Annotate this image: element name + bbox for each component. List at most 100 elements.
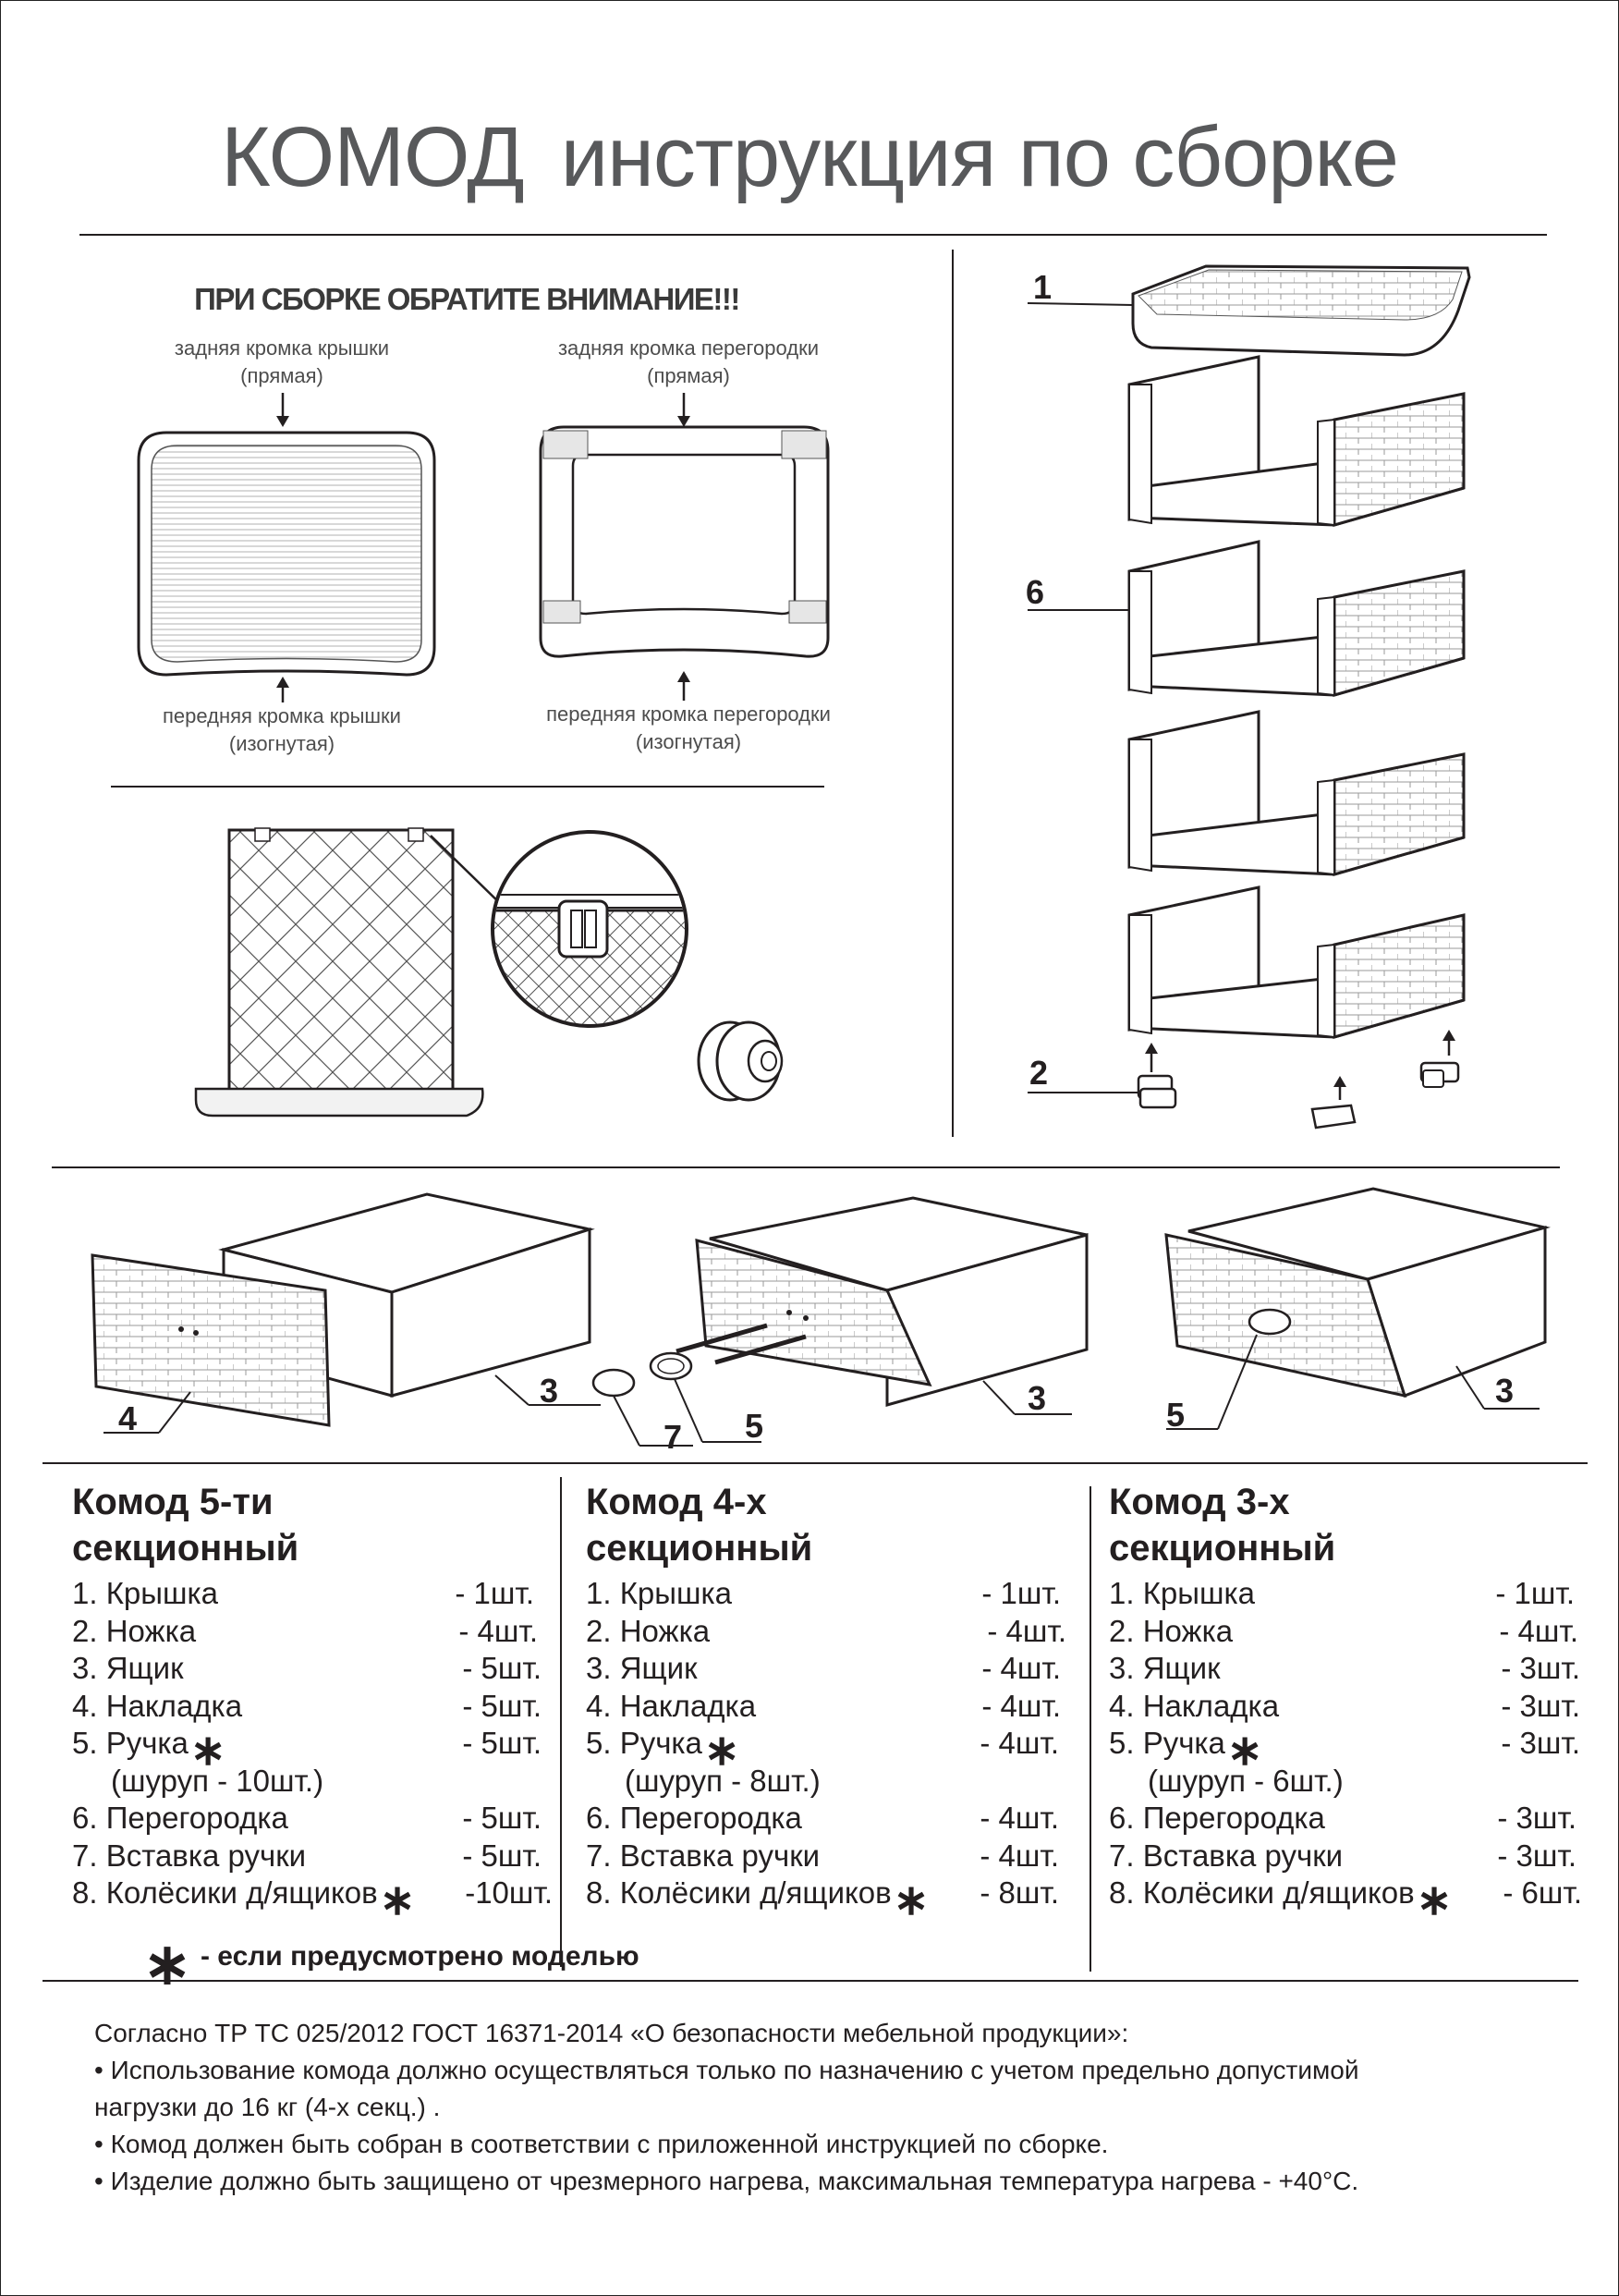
attention-heading: ПРИ СБОРКЕ ОБРАТИТЕ ВНИМАНИЕ!!! bbox=[194, 282, 740, 316]
asterisk-icon: ∗ bbox=[379, 1875, 416, 1924]
list-item: 2. Ножка- 4шт. bbox=[1109, 1613, 1578, 1648]
list-item: 8. Колёсики д/ящиков∗- 8шт. bbox=[586, 1875, 1059, 1924]
list-item: 5. Ручка∗- 5шт. bbox=[72, 1726, 542, 1774]
lid-front-caption: передняя кромка крышки (изогнутая) bbox=[120, 702, 444, 758]
list-item: 4. Накладка- 4шт. bbox=[586, 1688, 1061, 1723]
list-item: 3. Ящик- 3шт. bbox=[1109, 1651, 1580, 1685]
drawer-a bbox=[91, 1192, 595, 1427]
list-item: (шуруп - 10шт.) bbox=[111, 1763, 324, 1798]
callout-lid: 1 bbox=[1033, 268, 1053, 306]
parts-column-4: Комод 4-х секционный 1. Крышка- 1шт. 2. … bbox=[586, 1479, 1072, 1924]
list-item: 1. Крышка- 1шт. bbox=[586, 1576, 1061, 1610]
assembly-illustrations bbox=[91, 264, 1551, 1447]
callout-drawer-b: 3 bbox=[1028, 1379, 1047, 1417]
legal-notice: Согласно ТР ТС 025/2012 ГОСТ 16371-2014 … bbox=[94, 2015, 1554, 2200]
footnote: ∗ - если предусмотрено моделью bbox=[143, 1930, 639, 1997]
list-item: 4. Накладка- 5шт. bbox=[72, 1688, 542, 1723]
list-item: (шуруп - 6шт.) bbox=[1148, 1763, 1344, 1798]
shelf-top-view bbox=[539, 425, 830, 658]
drawer-b bbox=[591, 1196, 1089, 1407]
asterisk-icon: ∗ bbox=[189, 1726, 226, 1774]
handle-knob bbox=[697, 1020, 784, 1102]
callout-drawer-c: 3 bbox=[1495, 1372, 1515, 1410]
lid-front-note: (изогнутая) bbox=[228, 732, 335, 755]
drawer-front-panel bbox=[194, 827, 484, 1117]
legal-divider bbox=[43, 1980, 1578, 1982]
list-item: 4. Накладка- 3шт. bbox=[1109, 1688, 1580, 1723]
list-item: 2. Ножка- 4шт. bbox=[586, 1613, 1066, 1648]
title-main: КОМОД bbox=[221, 110, 525, 204]
parts-list: 1. Крышка- 1шт. 2. Ножка- 4шт. 3. Ящик- … bbox=[1109, 1575, 1582, 1924]
rail-detail-magnifier bbox=[491, 830, 688, 1028]
callout-leg: 2 bbox=[1029, 1054, 1049, 1092]
list-item: 3. Ящик- 5шт. bbox=[72, 1651, 542, 1685]
parts-list: 1. Крышка- 1шт. 2. Ножка- 4шт. 3. Ящик- … bbox=[586, 1575, 1072, 1924]
list-item: (шуруп - 8шт.) bbox=[625, 1763, 821, 1798]
parts-column-3: Комод 3-х секционный 1. Крышка- 1шт. 2. … bbox=[1109, 1479, 1582, 1924]
asterisk-icon: ∗ bbox=[703, 1726, 740, 1774]
lid-top-view bbox=[137, 431, 436, 677]
list-item: 5. Ручка∗- 3шт. bbox=[1109, 1726, 1580, 1774]
column-subtitle: секционный bbox=[72, 1528, 299, 1569]
shelf-front-note: (изогнутая) bbox=[635, 730, 742, 753]
asterisk-icon: ∗ bbox=[143, 1933, 191, 1997]
lid-part bbox=[1131, 264, 1471, 357]
callout-shelf: 6 bbox=[1026, 573, 1045, 611]
asterisk-icon: ∗ bbox=[1416, 1875, 1453, 1924]
drawers-divider bbox=[43, 1462, 1588, 1464]
list-item: 1. Крышка- 1шт. bbox=[72, 1576, 534, 1610]
title-sub: инструкция по сборке bbox=[560, 110, 1399, 204]
column-title: Комод 4-х bbox=[586, 1482, 767, 1522]
parts-list: 1. Крышка- 1шт. 2. Ножка- 4шт. 3. Ящик- … bbox=[72, 1575, 553, 1924]
asterisk-icon: ∗ bbox=[1226, 1726, 1263, 1774]
list-item: 5. Ручка∗- 4шт. bbox=[586, 1726, 1059, 1774]
callout-front-panel: 4 bbox=[118, 1399, 138, 1437]
shelf-back-label: задняя кромка перегородки bbox=[557, 336, 820, 360]
title-divider bbox=[79, 234, 1547, 236]
shelf-section-3 bbox=[1127, 710, 1466, 876]
list-item: 7. Вставка ручки- 5шт. bbox=[72, 1838, 542, 1873]
shelf-front-caption: передняя кромка перегородки (изогнутая) bbox=[508, 701, 869, 756]
list-item: 7. Вставка ручки- 3шт. bbox=[1109, 1838, 1576, 1873]
drawer-c bbox=[1164, 1187, 1551, 1398]
legal-line: • Комод должен быть собран в соответстви… bbox=[94, 2130, 1109, 2158]
list-item: 6. Перегородка- 5шт. bbox=[72, 1801, 542, 1835]
assembly-divider bbox=[52, 1166, 1560, 1168]
shelf-back-caption: задняя кромка перегородки (прямая) bbox=[508, 335, 869, 390]
legs bbox=[1137, 1030, 1460, 1130]
lid-back-label: задняя кромка крышки bbox=[174, 336, 390, 360]
column-divider-1 bbox=[560, 1477, 562, 1967]
lid-back-note: (прямая) bbox=[240, 364, 323, 387]
lid-front-label: передняя кромка крышки bbox=[163, 704, 401, 727]
list-item: 1. Крышка- 1шт. bbox=[1109, 1576, 1575, 1610]
footnote-text: - если предусмотрено моделью bbox=[200, 1941, 639, 1972]
callout-handle-insert: 7 bbox=[663, 1418, 683, 1456]
legal-line: Согласно ТР ТС 025/2012 ГОСТ 16371-2014 … bbox=[94, 2019, 1129, 2047]
shelf-front-label: передняя кромка перегородки bbox=[546, 702, 831, 726]
page-title: КОМОД инструкция по сборке bbox=[0, 109, 1619, 206]
column-title: Комод 3-х bbox=[1109, 1482, 1290, 1522]
list-item: 2. Ножка- 4шт. bbox=[72, 1613, 538, 1648]
column-subtitle: секционный bbox=[1109, 1528, 1336, 1569]
list-item: 3. Ящик- 4шт. bbox=[586, 1651, 1061, 1685]
legal-line: • Изделие должно быть защищено от чрезме… bbox=[94, 2167, 1359, 2195]
list-item: 8. Колёсики д/ящиков∗- 6шт. bbox=[1109, 1875, 1582, 1924]
list-item: 8. Колёсики д/ящиков∗-10шт. bbox=[72, 1875, 553, 1924]
shelf-section-2 bbox=[1127, 540, 1466, 697]
asterisk-icon: ∗ bbox=[893, 1875, 930, 1924]
shelf-section-1 bbox=[1127, 355, 1466, 527]
shelf-section-4 bbox=[1127, 885, 1466, 1039]
callout-drawer-a: 3 bbox=[540, 1372, 559, 1410]
column-divider-2 bbox=[1089, 1486, 1091, 1972]
shelf-back-note: (прямая) bbox=[647, 364, 730, 387]
list-item: 7. Вставка ручки- 4шт. bbox=[586, 1838, 1059, 1873]
column-subtitle: секционный bbox=[586, 1528, 813, 1569]
parts-column-5: Комод 5-ти секционный 1. Крышка- 1шт. 2.… bbox=[72, 1479, 553, 1924]
legal-line: • Использование комода должно осуществля… bbox=[94, 2056, 1359, 2084]
list-item: 6. Перегородка- 3шт. bbox=[1109, 1801, 1576, 1835]
legal-line: нагрузки до 16 кг (4-х секц.) . bbox=[94, 2093, 441, 2121]
attention-divider bbox=[111, 786, 824, 788]
callout-handle-b: 5 bbox=[745, 1407, 764, 1445]
lid-back-caption: задняя кромка крышки (прямая) bbox=[120, 335, 444, 390]
list-item: 6. Перегородка- 4шт. bbox=[586, 1801, 1059, 1835]
